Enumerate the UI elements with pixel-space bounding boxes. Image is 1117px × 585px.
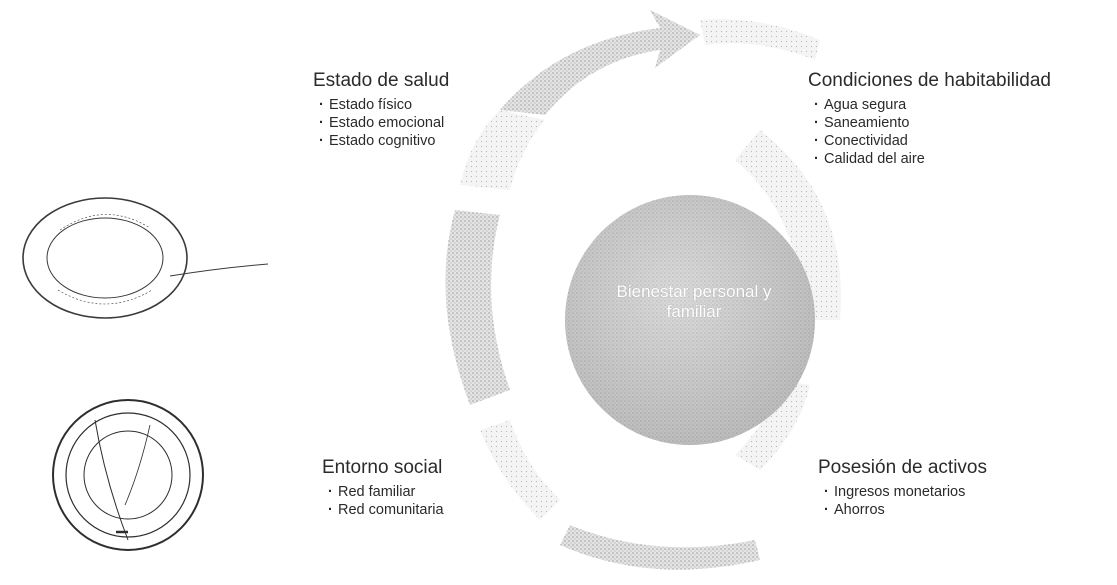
quadrant-list: Ingresos monetarios Ahorros (818, 483, 987, 519)
list-item: Calidad del aire (814, 150, 1051, 168)
quadrant-title: Condiciones de habitabilidad (808, 70, 1051, 91)
list-item: Estado físico (319, 96, 449, 114)
list-item: Estado cognitivo (319, 132, 449, 150)
list-item: Conectividad (814, 132, 1051, 150)
arc-right (735, 130, 841, 320)
arc-bottom-right (735, 380, 810, 470)
quadrant-list: Estado físico Estado emocional Estado co… (313, 96, 449, 150)
arc-bottom-left (480, 420, 560, 520)
list-item: Red comunitaria (328, 501, 444, 519)
list-item: Estado emocional (319, 114, 449, 132)
quadrant-title: Estado de salud (313, 70, 450, 91)
arc-left-top (460, 110, 545, 190)
quadrant-title: Posesión de activos (818, 457, 987, 478)
quadrant-social: Entorno social Red familiar Red comunita… (322, 457, 444, 519)
list-item: Agua segura (814, 96, 1051, 114)
list-item: Red familiar (328, 483, 444, 501)
quadrant-habitability: Condiciones de habitabilidad Agua segura… (808, 70, 1051, 168)
arrow-top-light (700, 19, 820, 61)
quadrant-list: Red familiar Red comunitaria (322, 483, 444, 519)
quadrant-list: Agua segura Saneamiento Conectividad Cal… (808, 96, 1051, 168)
cycle-arrows (445, 10, 841, 570)
approval-seal-stamp (52, 399, 204, 551)
center-circle-texture (565, 195, 815, 445)
center-label: Bienestar personal y familiar (616, 282, 772, 321)
quadrant-assets: Posesión de activos Ingresos monetarios … (818, 457, 987, 519)
arc-bottom (560, 525, 760, 570)
list-item: Ingresos monetarios (824, 483, 987, 501)
arc-left (445, 210, 510, 405)
round-seal-stamp (22, 197, 269, 319)
quadrant-title: Entorno social (322, 457, 443, 478)
list-item: Saneamiento (814, 114, 1051, 132)
list-item: Ahorros (824, 501, 987, 519)
quadrant-health: Estado de salud Estado físico Estado emo… (313, 70, 449, 150)
arrow-top (500, 10, 700, 115)
